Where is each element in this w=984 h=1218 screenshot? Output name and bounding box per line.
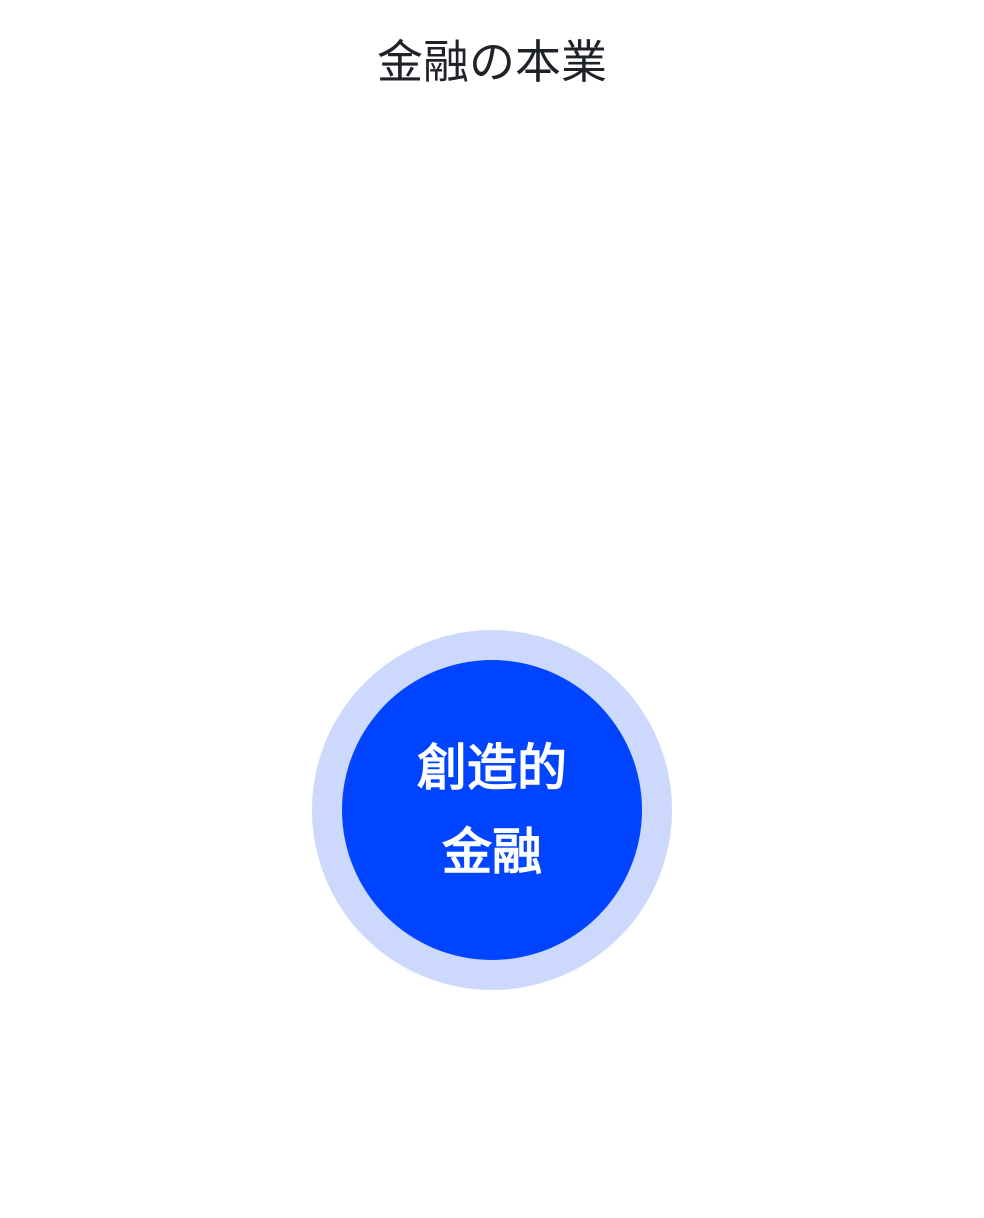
center-node-label-line2: 金融 [442, 823, 542, 881]
center-node-label-line1: 創造的 [417, 739, 567, 797]
page-title: 金融の本業 [377, 35, 607, 89]
center-node-core [342, 660, 642, 960]
center-node-label: 創造的 金融 [342, 660, 642, 960]
